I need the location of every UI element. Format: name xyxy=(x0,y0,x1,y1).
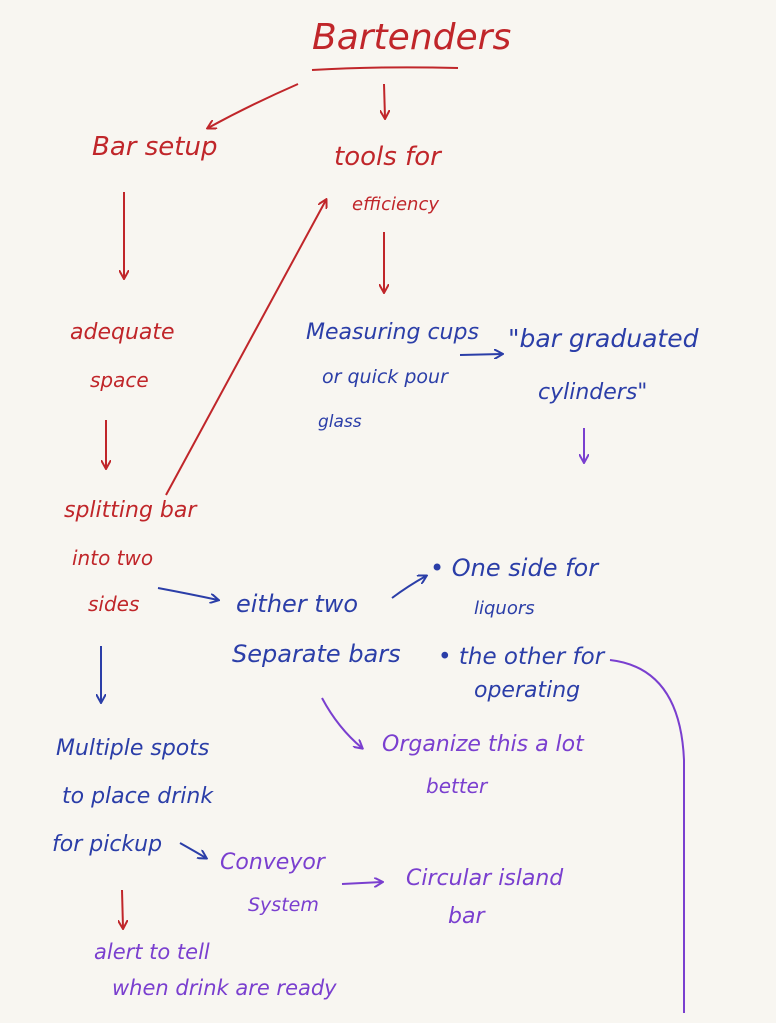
node-tools-line1: tools for xyxy=(334,142,441,172)
node-measuring-line2: or quick pour xyxy=(322,366,448,388)
node-graduated-line1: "bar graduated xyxy=(508,324,699,353)
node-circular-line2: bar xyxy=(448,904,485,929)
node-organize-line2: better xyxy=(426,774,488,798)
arrow-either-to-organize xyxy=(321,697,362,748)
node-circular-line1: Circular island xyxy=(406,866,564,891)
arrow-multiple-to-alert xyxy=(122,889,123,928)
node-adequate-line1: adequate xyxy=(70,320,175,345)
arrow-pickup-to-conveyor xyxy=(179,842,206,858)
node-conveyor-line1: Conveyor xyxy=(220,850,325,875)
node-either-line2: Separate bars xyxy=(232,640,401,668)
arrow-sides-to-either xyxy=(157,587,218,600)
node-one-side-line1: • One side for xyxy=(430,554,599,582)
arrow-title-to-tools xyxy=(384,83,385,118)
node-bar-setup: Bar setup xyxy=(92,132,218,162)
node-alert-line2: when drink are ready xyxy=(112,976,337,1000)
node-adequate-line2: space xyxy=(90,368,149,392)
title-underline xyxy=(311,66,459,71)
arrow-either-to-one-side xyxy=(391,576,426,599)
long-connector-line xyxy=(609,659,685,1013)
node-measuring-line1: Measuring cups xyxy=(306,320,479,345)
node-split-line3: sides xyxy=(88,592,140,616)
node-multiple-line3: for pickup xyxy=(52,832,163,857)
node-multiple-line1: Multiple spots xyxy=(56,736,210,761)
node-split-line1: splitting bar xyxy=(64,498,197,523)
diagram-title: Bartenders xyxy=(312,17,512,58)
node-multiple-line2: to place drink xyxy=(62,784,214,809)
arrow-conveyor-to-circular xyxy=(341,882,382,884)
arrow-measuring-to-graduated xyxy=(459,354,502,355)
node-other-line1: • the other for xyxy=(438,644,605,670)
arrow-splitting-to-tools xyxy=(165,200,326,496)
node-either-line1: either two xyxy=(236,590,359,618)
node-measuring-line3: glass xyxy=(318,412,362,432)
arrow-title-to-bar-setup xyxy=(208,83,299,128)
node-one-side-line2: liquors xyxy=(474,598,535,619)
node-tools-line2: efficiency xyxy=(352,194,439,215)
node-other-line2: operating xyxy=(474,678,581,703)
node-organize-line1: Organize this a lot xyxy=(382,732,584,757)
node-alert-line1: alert to tell xyxy=(94,940,210,964)
node-split-line2: into two xyxy=(72,546,154,570)
node-graduated-line2: cylinders" xyxy=(538,380,648,405)
node-conveyor-line2: System xyxy=(248,894,319,916)
